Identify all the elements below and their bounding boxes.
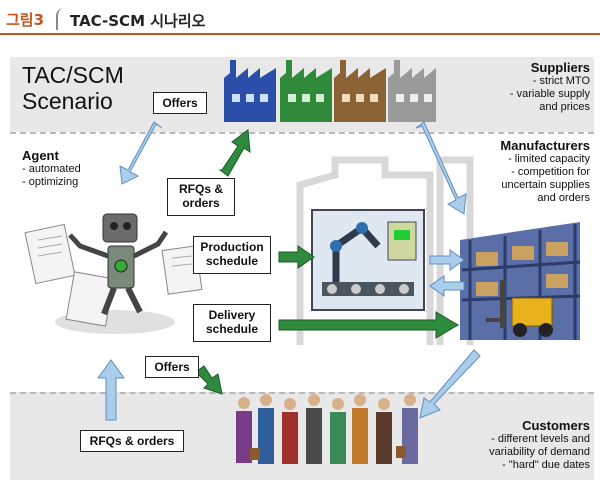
- factory-icon: [224, 60, 436, 122]
- rfqs-line: RFQs &: [178, 182, 223, 196]
- arrow-manufacturer-to-warehouse: [429, 249, 465, 271]
- arrow-customers-to-agent: [97, 359, 125, 421]
- blue-arrows: [97, 121, 481, 421]
- arrow-delivery-to-warehouse: [278, 311, 459, 339]
- figure-title: TAC-SCM 시나리오: [70, 12, 206, 30]
- rfqs-orders-box-bottom: RFQs & orders: [80, 430, 184, 452]
- offers-box-bottom: Offers: [145, 356, 199, 378]
- scenario-line1: TAC/SCM: [22, 62, 124, 88]
- agent-title: Agent: [22, 148, 59, 163]
- header-bracket: [56, 8, 68, 30]
- suppliers-title: Suppliers: [530, 60, 590, 75]
- customers-item: variability of demand: [489, 446, 590, 458]
- arrow-warehouse-to-customers: [419, 349, 481, 419]
- warehouse-forklift-icon: [460, 222, 581, 340]
- green-arrows: [195, 129, 459, 395]
- delivery-schedule-box: Delivery schedule: [193, 304, 271, 342]
- figure-number: 그림3: [6, 11, 45, 29]
- scenario-line2: Scenario: [22, 88, 113, 114]
- figure-header: 그림3 TAC-SCM 시나리오: [0, 0, 600, 40]
- production-line: Production: [200, 240, 264, 254]
- manufacturers-item: - competition for: [511, 166, 590, 178]
- robot-agent-icon: [24, 213, 203, 334]
- production-line: schedule: [205, 254, 259, 268]
- scenario-title: TAC/SCM Scenario: [22, 62, 124, 114]
- divider-top: [10, 132, 594, 134]
- arrow-warehouse-to-manufacturer: [429, 275, 465, 297]
- production-schedule-box: Production schedule: [193, 236, 271, 274]
- suppliers-item: and prices: [539, 101, 590, 113]
- offers-box-top: Offers: [153, 92, 207, 114]
- arrow-agent-to-suppliers: [218, 129, 251, 177]
- manufacturers-item: uncertain supplies: [501, 179, 590, 191]
- customers-item: - "hard" due dates: [502, 459, 590, 471]
- rfqs-orders-box-top: RFQs & orders: [167, 178, 235, 216]
- agent-item: - optimizing: [22, 176, 79, 188]
- arrow-suppliers-to-agent: [119, 121, 163, 185]
- manufacturers-title: Manufacturers: [500, 138, 590, 153]
- delivery-line: Delivery: [208, 308, 256, 322]
- header-rule: [0, 33, 600, 35]
- suppliers-item: - variable supply: [509, 88, 590, 100]
- divider-bottom: [10, 392, 594, 394]
- arrow-production-to-manufacturer: [278, 245, 315, 269]
- delivery-line: schedule: [205, 322, 259, 336]
- rfqs-line: orders: [182, 196, 220, 210]
- agent-label: Agent - automated - optimizing: [22, 148, 81, 189]
- customers-title: Customers: [522, 418, 590, 433]
- manufacturers-label: Manufacturers - limited capacity - compe…: [500, 138, 590, 205]
- suppliers-label: Suppliers - strict MTO - variable supply…: [510, 60, 590, 114]
- customers-label: Customers - different levels and variabi…: [489, 418, 590, 472]
- manufacturers-item: - limited capacity: [508, 153, 590, 165]
- arrow-agent-to-customers: [195, 365, 223, 395]
- assembly-robot-icon: [311, 209, 425, 311]
- customers-crowd-icon: [236, 394, 418, 464]
- agent-item: - automated: [22, 163, 81, 175]
- arrow-suppliers-to-manufacturers: [415, 121, 467, 215]
- customers-item: - different levels and: [491, 433, 590, 445]
- suppliers-item: - strict MTO: [532, 75, 590, 87]
- manufacturers-item: and orders: [537, 192, 590, 204]
